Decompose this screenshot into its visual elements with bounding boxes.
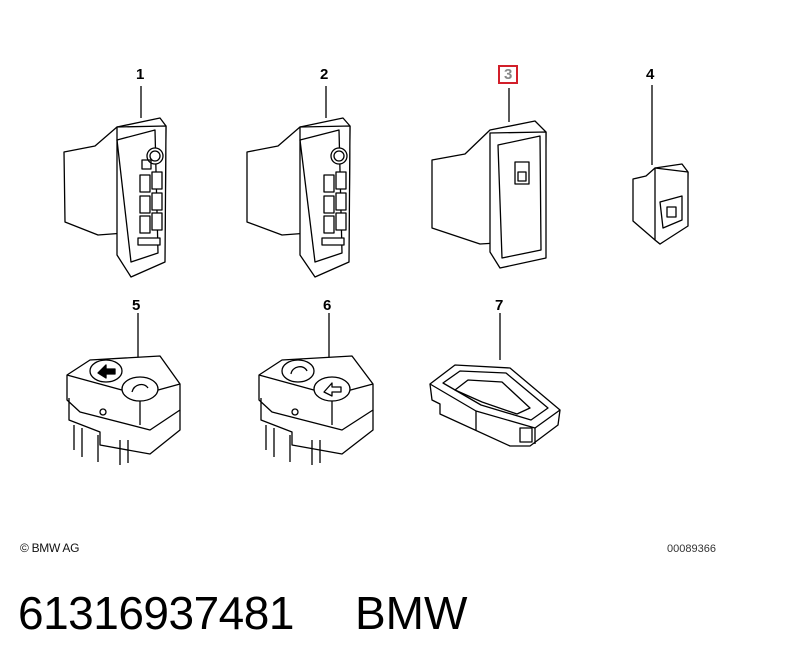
callout-6: 6 [323,297,332,314]
callout-2: 2 [320,66,329,83]
part-1-switch-block [63,86,167,278]
callout-3-highlighted[interactable]: 3 [498,65,519,84]
callout-1: 1 [136,66,145,83]
part-number: 61316937481 [18,587,294,639]
parts-diagram [63,85,689,465]
brand-name: BMW [355,587,468,639]
part-5-rocker-switch [66,313,181,465]
copyright-notice: © BMW AG [20,541,80,555]
callout-5: 5 [132,297,141,314]
part-2-switch-block [246,86,351,278]
callout-4: 4 [646,66,655,83]
part-6-rocker-switch [258,313,374,465]
part-3-switch-housing [431,88,547,269]
drawing-number: 00089366 [667,543,716,555]
part-7-trim-frame [429,313,561,447]
callout-7: 7 [495,297,504,314]
part-4-switch-cap [632,85,689,245]
